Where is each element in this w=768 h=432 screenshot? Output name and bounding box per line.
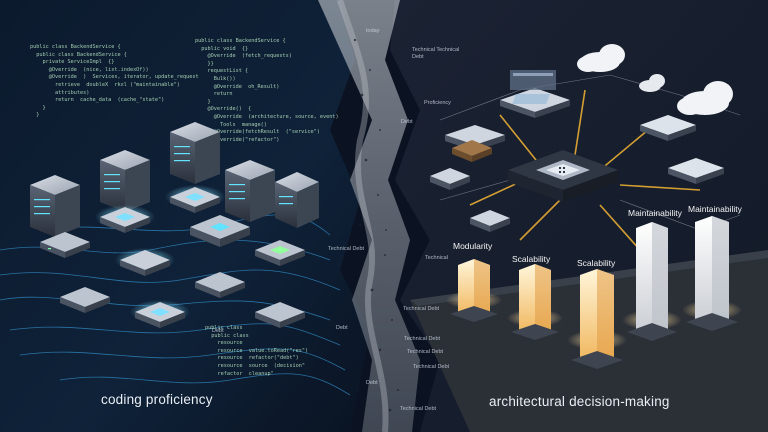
divide-label: Technical Debt [413, 364, 450, 370]
server-tower [170, 122, 220, 184]
server-tower [275, 172, 319, 228]
divide-label: Technical Debt [407, 349, 444, 355]
network-node [40, 232, 90, 258]
pillar-modularity [446, 259, 502, 322]
cloud-icon [677, 81, 733, 115]
debt-label-left: Debt [212, 328, 224, 334]
code-snippet-mid: public class BackendService { public voi… [195, 38, 339, 150]
component-module [510, 70, 556, 90]
network-node [195, 272, 245, 298]
network-node [95, 205, 155, 233]
network-node [165, 185, 225, 213]
central-processor-hub [508, 150, 618, 202]
hub-logo-icon [559, 167, 565, 173]
component-module [470, 210, 510, 232]
cloud-icon [577, 44, 625, 72]
pillar-scalability-2 [567, 269, 627, 369]
divide-label: Debt [366, 380, 378, 386]
code-snippet-top: public class BackendService { public cla… [30, 44, 199, 119]
network-node [255, 240, 305, 266]
divide-particles [353, 38, 399, 412]
divide-label: today [366, 28, 380, 34]
pillar-label-scalability-2: Scalability [577, 258, 616, 268]
network-node [60, 287, 110, 313]
architectural-decision-making-caption: architectural decision-making [489, 394, 670, 409]
divide-label: Technical Debt [403, 306, 440, 312]
divide-label: Technical Debt [328, 246, 365, 252]
divide-label: Proficiency [424, 100, 451, 106]
divide-label: Technical Debt [400, 406, 437, 412]
pillar-maintainability-1 [622, 222, 682, 341]
component-module [640, 115, 696, 141]
divide-label: Technical Debt [404, 336, 441, 342]
divide-label: Technical [425, 255, 448, 261]
coding-proficiency-caption: coding proficiency [101, 392, 213, 407]
pillar-scalability-1 [507, 264, 563, 340]
pillar-label-scalability-1: Scalability [512, 254, 551, 264]
component-module [452, 140, 492, 162]
server-tower [225, 160, 275, 222]
cloud-icon [639, 74, 665, 92]
server-tower [100, 150, 150, 212]
network-node [255, 302, 305, 328]
network-node [130, 300, 190, 328]
technical-debt-divide [318, 0, 420, 432]
pillar-maintainability-2 [682, 216, 742, 331]
pillar-label-maintainability-2: Maintainability [688, 204, 742, 214]
component-module [430, 168, 470, 190]
divide-label: Debt [401, 119, 413, 125]
divide-label: Technical Technical Debt [412, 47, 460, 60]
network-node [190, 215, 250, 247]
divide-label: Debt [336, 325, 348, 331]
server-tower [30, 175, 80, 237]
pillar-label-maintainability-1: Maintainability [628, 208, 682, 218]
code-snippet-bottom: public class public class resource resou… [205, 325, 309, 377]
component-module [500, 88, 570, 118]
component-module [668, 158, 724, 184]
pillar-label-modularity: Modularity [453, 241, 493, 251]
network-node [115, 248, 175, 276]
